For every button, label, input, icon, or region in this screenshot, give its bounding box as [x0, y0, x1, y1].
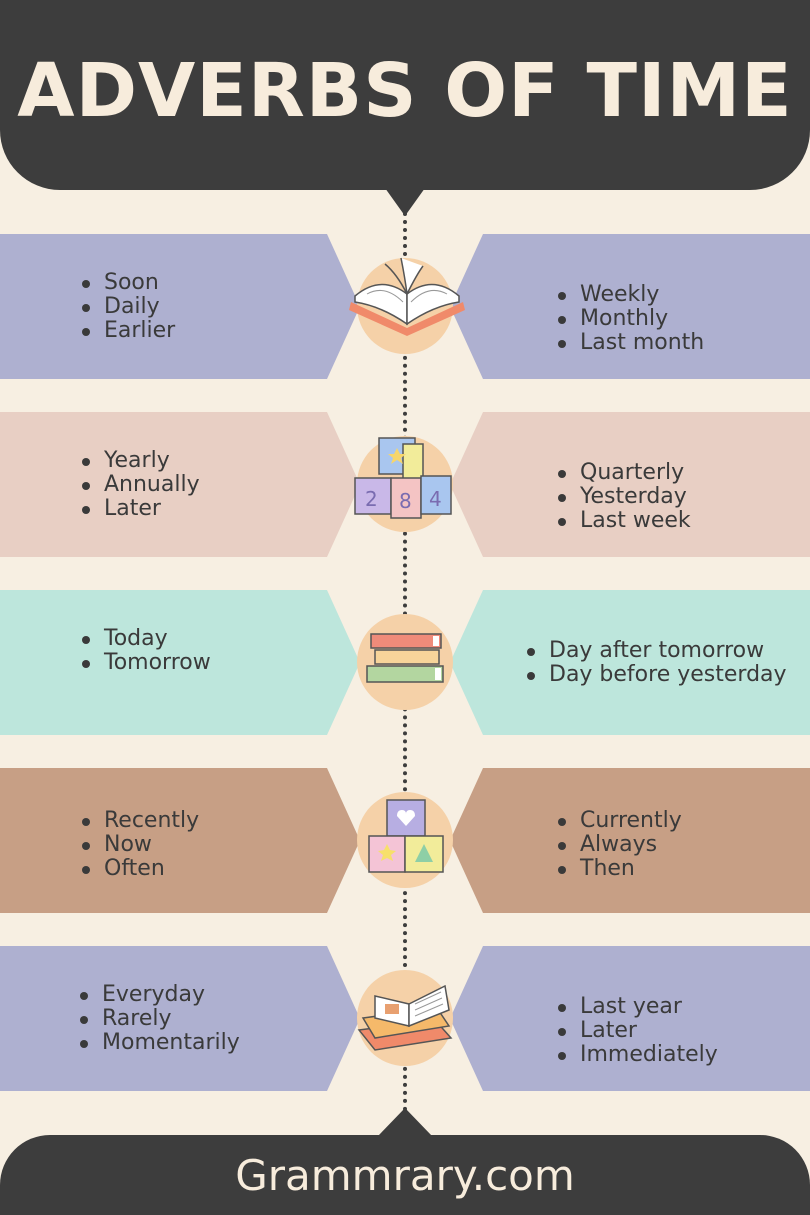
list-item: Earlier: [80, 319, 175, 343]
icon-badge: 2 8 4: [354, 436, 453, 532]
list-item: Yesterday: [556, 485, 691, 509]
list-item: Immediately: [556, 1043, 718, 1067]
list-item: Today: [80, 627, 211, 651]
list-item: Day before yesterday: [525, 663, 787, 687]
adverb-list: Soon Daily Earlier: [80, 271, 175, 343]
svg-text:8: 8: [399, 489, 412, 513]
svg-text:2: 2: [365, 487, 378, 511]
toy-blocks-icon: 2 8 4: [354, 437, 452, 519]
adverb-list: Everyday Rarely Momentarily: [78, 983, 240, 1055]
adverb-list: Yearly Annually Later: [80, 449, 200, 521]
adverb-list: Weekly Monthly Last month: [556, 283, 704, 355]
list-item: Weekly: [556, 283, 704, 307]
list-item: Last year: [556, 995, 718, 1019]
list-item: Tomorrow: [80, 651, 211, 675]
adverb-list: Currently Always Then: [556, 809, 682, 881]
list-item: Monthly: [556, 307, 704, 331]
list-item: Often: [80, 857, 199, 881]
left-panel: Soon Daily Earlier: [0, 234, 360, 379]
right-panel: Weekly Monthly Last month: [450, 234, 810, 379]
shape-blocks-icon: [368, 799, 444, 873]
list-item: Day after tomorrow: [525, 639, 787, 663]
adverb-list: Last year Later Immediately: [556, 995, 718, 1067]
list-item: Then: [556, 857, 682, 881]
list-item: Quarterly: [556, 461, 691, 485]
page-title: ADVERBS OF TIME: [17, 48, 793, 134]
list-item: Currently: [556, 809, 682, 833]
list-item: Now: [80, 833, 199, 857]
adverb-list: Recently Now Often: [80, 809, 199, 881]
list-item: Yearly: [80, 449, 200, 473]
list-item: Recently: [80, 809, 199, 833]
list-item: Daily: [80, 295, 175, 319]
adverb-list: Day after tomorrow Day before yesterday: [525, 639, 787, 687]
list-item: Soon: [80, 271, 175, 295]
left-panel: Yearly Annually Later: [0, 412, 360, 557]
book-stack-icon: [366, 633, 444, 683]
right-panel: Day after tomorrow Day before yesterday: [450, 590, 810, 735]
list-item: Everyday: [78, 983, 240, 1007]
right-panel: Quarterly Yesterday Last week: [450, 412, 810, 557]
header-pointer: [385, 188, 425, 216]
icon-badge: [349, 257, 465, 354]
footer-banner: Grammrary.com: [0, 1135, 810, 1215]
list-item: Later: [556, 1019, 718, 1043]
svg-text:4: 4: [429, 487, 442, 511]
icon-badge: [357, 970, 453, 1066]
open-book-icon: [349, 257, 465, 336]
site-name: Grammrary.com: [235, 1150, 575, 1200]
list-item: Rarely: [78, 1007, 240, 1031]
row-2: Yearly Annually Later Quarterly Yesterda…: [0, 412, 810, 557]
right-panel: Currently Always Then: [450, 768, 810, 913]
left-panel: Everyday Rarely Momentarily: [0, 946, 360, 1091]
left-panel: Recently Now Often: [0, 768, 360, 913]
row-3: Today Tomorrow Day after tomorrow Day be…: [0, 590, 810, 735]
header-banner: ADVERBS OF TIME: [0, 0, 810, 190]
right-panel: Last year Later Immediately: [450, 946, 810, 1091]
books-icon: [357, 984, 453, 1051]
row-1: Soon Daily Earlier Weekly Monthly Last m…: [0, 234, 810, 379]
adverb-list: Today Tomorrow: [80, 627, 211, 675]
icon-badge: [357, 614, 453, 710]
adverb-list: Quarterly Yesterday Last week: [556, 461, 691, 533]
row-5: Everyday Rarely Momentarily Last year La…: [0, 946, 810, 1091]
list-item: Later: [80, 497, 200, 521]
icon-badge: [357, 792, 453, 888]
list-item: Momentarily: [78, 1031, 240, 1055]
list-item: Always: [556, 833, 682, 857]
list-item: Last month: [556, 331, 704, 355]
list-item: Last week: [556, 509, 691, 533]
footer-pointer: [378, 1108, 432, 1136]
list-item: Annually: [80, 473, 200, 497]
row-4: Recently Now Often Currently Always Then: [0, 768, 810, 913]
left-panel: Today Tomorrow: [0, 590, 360, 735]
